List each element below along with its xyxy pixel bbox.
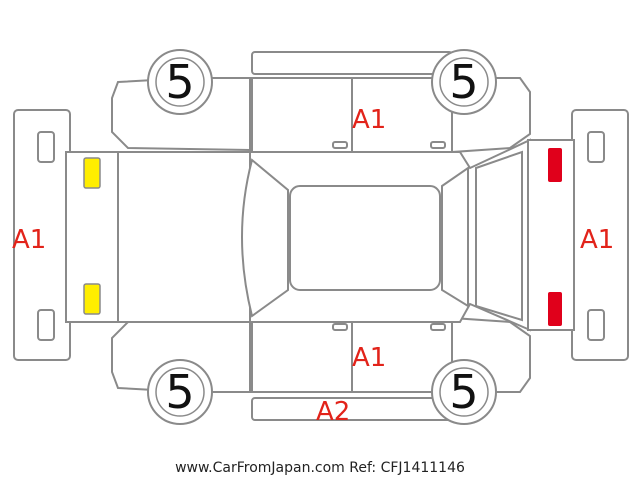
car-body-top-view [65, 138, 575, 332]
tire-front-right: 5 [431, 49, 497, 115]
bottom-side-profile [111, 316, 531, 393]
footer-reference: www.CarFromJapan.com Ref: CFJ1411146 [175, 460, 465, 476]
label-front-bumper: A1 [12, 225, 46, 255]
label-rear-bumper: A1 [580, 225, 614, 255]
tire-rear-right-grade: 5 [449, 365, 478, 419]
top-roof-rail [251, 51, 453, 75]
tire-rear-left: 5 [147, 359, 213, 425]
tire-front-left: 5 [147, 49, 213, 115]
rear-lamp-top [548, 148, 562, 182]
rear-lamp-bottom [548, 292, 562, 326]
label-bottom-sill: A2 [316, 397, 350, 427]
front-lamp-bottom [83, 283, 101, 315]
rear-bumper [571, 109, 629, 361]
tire-rear-right: 5 [431, 359, 497, 425]
tire-rear-left-grade: 5 [165, 365, 194, 419]
tire-front-left-grade: 5 [165, 55, 194, 109]
bottom-sill-strip [251, 397, 453, 421]
label-bottom-door: A1 [352, 343, 386, 373]
label-top-door: A1 [352, 105, 386, 135]
front-lamp-top [83, 157, 101, 189]
tire-front-right-grade: 5 [449, 55, 478, 109]
